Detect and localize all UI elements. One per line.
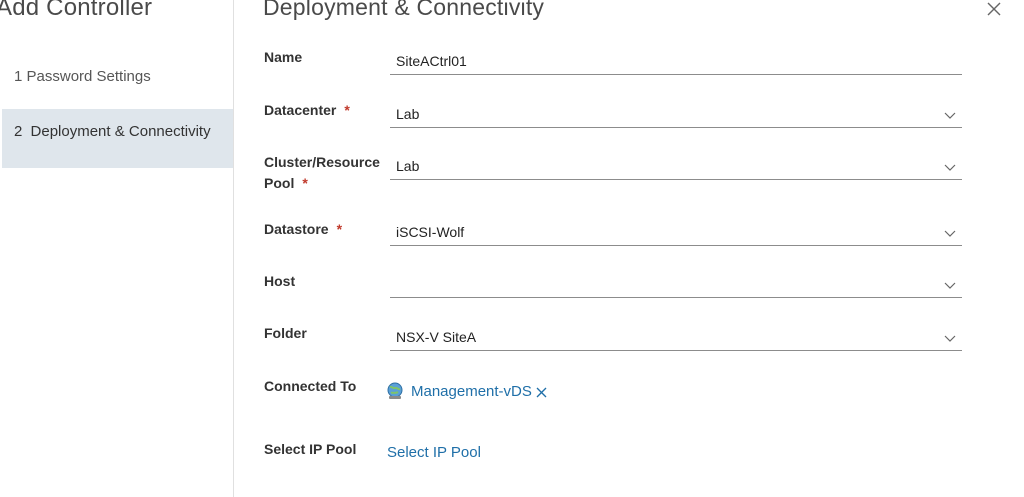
ip-pool-label-text: Select IP Pool (264, 441, 357, 457)
wizard-title: Add Controller (0, 0, 153, 21)
datacenter-label-text: Datacenter (264, 102, 337, 118)
host-select[interactable] (390, 271, 962, 298)
connected-network-label[interactable]: Management-vDS (411, 382, 532, 400)
datastore-label: Datastore * (264, 219, 342, 240)
remove-icon[interactable] (536, 387, 547, 398)
connected-network[interactable]: Management-vDS (386, 380, 547, 402)
step-label: Password Settings (26, 68, 151, 85)
folder-select[interactable]: NSX-V SiteA (390, 324, 962, 351)
wizard-sidebar: 1 Password Settings 2 Deployment & Conne… (0, 0, 234, 497)
chevron-down-icon (944, 282, 956, 289)
cluster-label: Cluster/Resource Pool* (264, 152, 388, 194)
required-marker: * (336, 221, 343, 237)
wizard-step-deployment-connectivity[interactable]: 2 Deployment & Connectivity (2, 109, 233, 168)
chevron-down-icon (944, 164, 956, 171)
cluster-label-text: Cluster/Resource Pool (264, 154, 380, 191)
step-number: 2 (14, 123, 23, 140)
name-label: Name (264, 47, 302, 68)
cluster-value: Lab (396, 158, 420, 174)
host-label: Host (264, 271, 295, 292)
name-input[interactable]: SiteACtrl01 (390, 48, 962, 75)
folder-label: Folder (264, 323, 307, 344)
datacenter-select[interactable]: Lab (390, 101, 962, 128)
datastore-value: iSCSI-Wolf (396, 224, 465, 240)
folder-value: NSX-V SiteA (396, 329, 477, 345)
cluster-select[interactable]: Lab (390, 153, 962, 180)
chevron-down-icon (944, 335, 956, 342)
folder-label-text: Folder (264, 325, 307, 341)
wizard-step-password-settings[interactable]: 1 Password Settings (2, 68, 233, 85)
host-label-text: Host (264, 273, 296, 289)
required-marker: * (344, 102, 350, 118)
step-label: Deployment & Connectivity (30, 123, 211, 140)
page-title: Deployment & Connectivity (263, 0, 545, 20)
name-value: SiteACtrl01 (396, 53, 467, 69)
name-label-text: Name (264, 49, 303, 65)
required-marker: * (302, 175, 308, 191)
close-icon[interactable] (983, 0, 1005, 20)
datacenter-value: Lab (396, 106, 420, 122)
step-number: 1 (14, 68, 23, 85)
select-ip-pool-link[interactable]: Select IP Pool (387, 444, 481, 461)
connected-to-label: Connected To (264, 376, 356, 397)
datastore-select[interactable]: iSCSI-Wolf (390, 219, 962, 246)
chevron-down-icon (944, 230, 956, 237)
chevron-down-icon (944, 112, 956, 119)
connected-to-label-text: Connected To (264, 378, 357, 394)
datacenter-label: Datacenter * (264, 100, 350, 121)
datastore-label-text: Datastore (264, 221, 329, 237)
globe-network-icon (387, 382, 403, 399)
ip-pool-label: Select IP Pool (264, 439, 356, 460)
